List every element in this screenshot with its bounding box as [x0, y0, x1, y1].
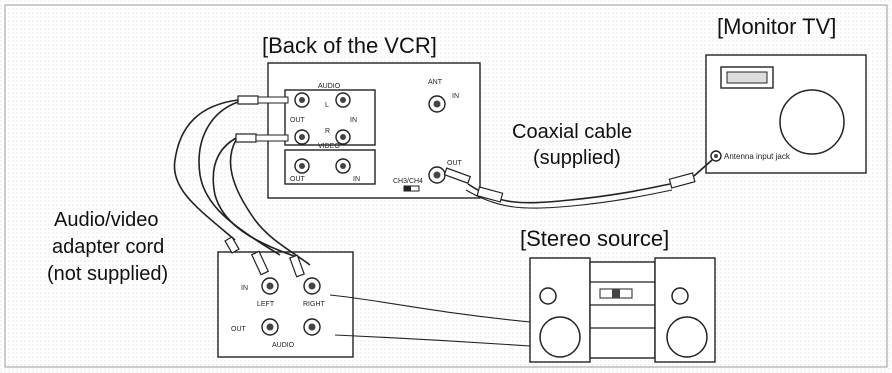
- monitor-tv: Antenna input jack: [705, 54, 867, 174]
- audio-video-adapter-cables: [173, 95, 311, 278]
- coaxial-cable: [443, 159, 713, 209]
- panel-out-label: OUT: [231, 326, 247, 333]
- vcr-audio-in-r-jack: [335, 129, 351, 145]
- ch-switch-knob: [404, 186, 411, 191]
- vcr-ant-out-label: OUT: [447, 160, 463, 167]
- vcr-video-out-jack: [294, 158, 310, 174]
- vcr-video-label: VIDEO: [318, 143, 340, 150]
- vcr-ch-label: CH3/CH4: [393, 178, 423, 185]
- adapter-cord-label-2: adapter cord: [52, 236, 164, 258]
- vcr-audio-out-r-jack: [294, 129, 310, 145]
- vcr-audio-out-l-jack: [294, 92, 310, 108]
- vcr-l-label: L: [325, 102, 329, 109]
- adapter-cord-label-1: Audio/video: [54, 209, 159, 231]
- panel-right-in-jack: [303, 277, 321, 295]
- vcr-in-label-2: IN: [353, 176, 360, 183]
- vcr-ant-label: ANT: [428, 79, 443, 86]
- vcr-out-label-1: OUT: [290, 117, 306, 124]
- panel-left-label: LEFT: [257, 301, 275, 308]
- vcr-ant-in-label: IN: [452, 93, 459, 100]
- antenna-input-jack-label: Antenna input jack: [724, 152, 791, 161]
- monitor-tv-label: [Monitor TV]: [717, 14, 836, 39]
- stereo-source-label: [Stereo source]: [520, 226, 669, 251]
- vcr-in-label-1: IN: [350, 117, 357, 124]
- panel-left-in-jack: [261, 277, 279, 295]
- coaxial-supplied-label: (supplied): [533, 147, 621, 169]
- vcr-audio-label: AUDIO: [318, 83, 341, 90]
- panel-right-label: RIGHT: [303, 301, 326, 308]
- coaxial-cable-label: Coaxial cable: [512, 121, 632, 143]
- panel-left-out-jack: [261, 318, 279, 336]
- stereo-audio-cable: [329, 294, 531, 347]
- vcr-audio-in-l-jack: [335, 92, 351, 108]
- back-of-vcr-label: [Back of the VCR]: [262, 33, 437, 58]
- outer-border: [4, 4, 888, 368]
- vcr-antenna-in-jack: [428, 95, 446, 113]
- panel-audio-label: AUDIO: [272, 342, 295, 349]
- adapter-jack-panel: IN LEFT RIGHT OUT AUDIO: [217, 251, 354, 358]
- vcr-out-label-2: OUT: [290, 176, 306, 183]
- stereo-source: [529, 257, 716, 363]
- adapter-cord-label-3: (not supplied): [47, 263, 168, 285]
- vcr-r-label: R: [325, 128, 330, 135]
- panel-right-out-jack: [303, 318, 321, 336]
- tv-antenna-input-jack: [710, 150, 722, 162]
- panel-in-label: IN: [241, 285, 248, 292]
- vcr-video-in-jack: [335, 158, 351, 174]
- vcr-back-panel: AUDIO L R OUT IN VIDEO OUT IN ANT IN OUT…: [267, 62, 481, 199]
- tv-screen-circle: [779, 89, 845, 155]
- vcr-antenna-out-jack: [428, 166, 446, 184]
